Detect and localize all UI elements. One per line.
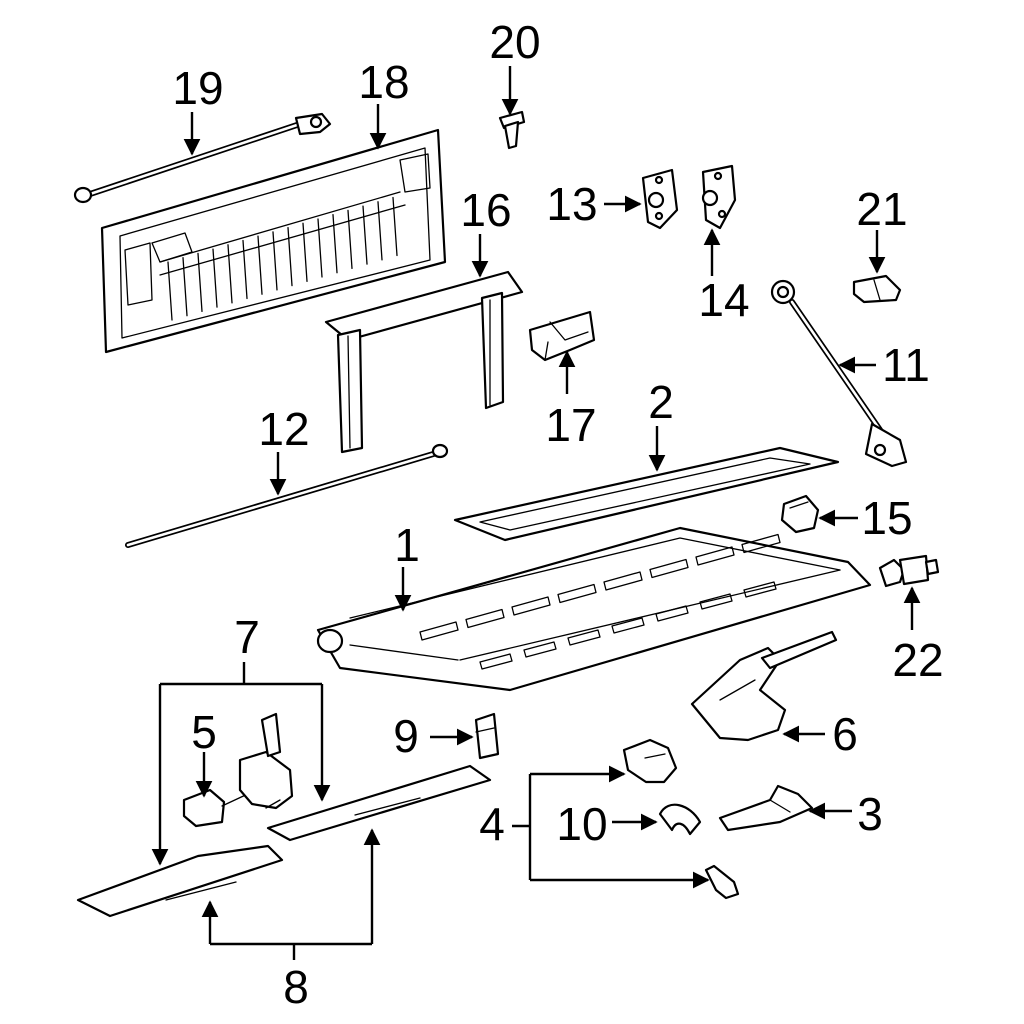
- part-12-rod: [125, 443, 449, 548]
- part-19-rod: [73, 112, 332, 204]
- callout-21: 21: [856, 183, 907, 235]
- callout-7: 7: [234, 611, 260, 663]
- callout-15: 15: [861, 492, 912, 544]
- callout-2: 2: [648, 376, 674, 428]
- part-18-tailgate-panel: [100, 128, 447, 354]
- callout-4: 4: [479, 798, 505, 850]
- part-3-bracket: [718, 784, 814, 832]
- part-13-hinge-bracket: [641, 168, 679, 230]
- callout-1: 1: [394, 519, 420, 571]
- callout-6: 6: [832, 708, 858, 760]
- part-5-lock-actuator: [182, 712, 294, 828]
- part-20-bolt: [498, 110, 526, 150]
- part-9-clip: [474, 712, 500, 760]
- part-4-cap: [622, 738, 678, 784]
- callout-19: 19: [172, 62, 223, 114]
- part-16-reinforcement: [324, 270, 524, 454]
- part-21-bumper: [852, 274, 902, 304]
- callout-12: 12: [258, 403, 309, 455]
- part-7-handle-lower: [76, 844, 284, 918]
- callout-14: 14: [698, 274, 749, 326]
- callout-18: 18: [358, 56, 409, 108]
- callout-8: 8: [283, 961, 309, 1013]
- part-15-bushing: [780, 494, 820, 534]
- callout-20: 20: [489, 16, 540, 68]
- callout-17: 17: [545, 399, 596, 451]
- callout-9: 9: [393, 710, 419, 762]
- callout-10: 10: [556, 798, 607, 850]
- part-6-latch: [690, 630, 838, 742]
- part-22-striker-bolt: [878, 554, 940, 588]
- part-10-clip: [658, 803, 702, 836]
- part-11-cable: [770, 279, 908, 468]
- callout-11: 11: [882, 339, 930, 391]
- callout-13: 13: [546, 178, 597, 230]
- part-14-hinge-bracket: [701, 164, 737, 230]
- callout-22: 22: [892, 634, 943, 686]
- callout-3: 3: [857, 788, 883, 840]
- callout-16: 16: [460, 184, 511, 236]
- part-7-handle-upper: [266, 764, 492, 842]
- part-2-trim-panel: [453, 446, 840, 542]
- leader-lines: [151, 66, 921, 960]
- part-1-tailgate-shell: [316, 526, 872, 692]
- callout-5: 5: [191, 706, 217, 758]
- part-4-screw: [704, 864, 740, 900]
- part-17-bracket: [528, 310, 596, 362]
